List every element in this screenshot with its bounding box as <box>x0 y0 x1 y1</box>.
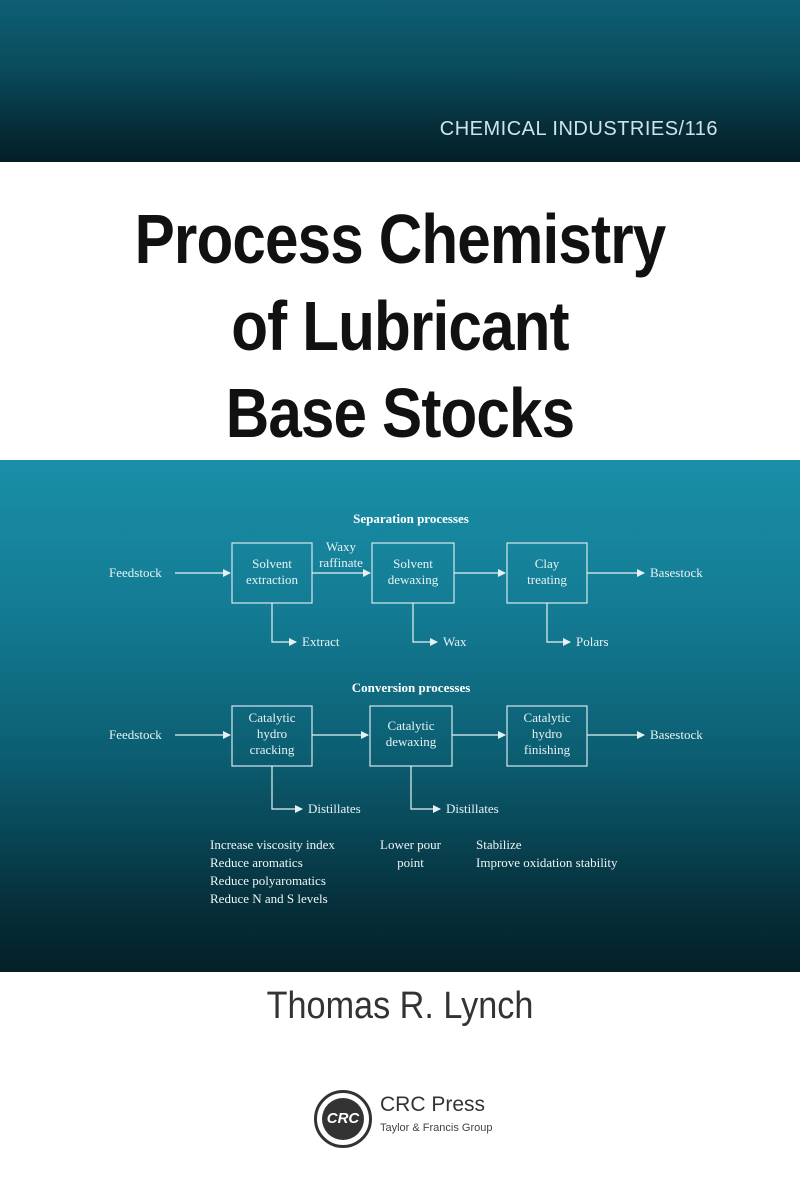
wax-arrow <box>412 603 438 646</box>
conversion-input-label: Feedstock <box>109 727 162 742</box>
publisher-name: CRC Press <box>380 1093 486 1116</box>
title-line-3: Base Stocks <box>225 374 575 452</box>
separation-box-1-line-2: extraction <box>246 572 298 587</box>
conversion-heading: Conversion processes <box>352 680 471 695</box>
conversion-box-2-line-1: Catalytic <box>388 718 435 733</box>
process-diagram-band: Separation processes Feedstock Solvent e… <box>0 460 800 972</box>
note-1-line-2: Reduce aromatics <box>210 855 303 870</box>
byproduct-wax: Wax <box>443 634 467 649</box>
top-banner: CHEMICAL INDUSTRIES/116 <box>0 0 800 162</box>
separation-box-2-line-2: dewaxing <box>388 572 439 587</box>
conversion-box-3-line-3: finishing <box>524 742 571 757</box>
separation-box-2-line-1: Solvent <box>393 556 433 571</box>
extract-arrow <box>271 603 297 646</box>
notes-column-3: Stabilize Improve oxidation stability <box>476 836 618 872</box>
conversion-box-3-line-2: hydro <box>532 726 562 741</box>
note-3-line-1: Stabilize <box>476 837 522 852</box>
conversion-box-1-line-1: Catalytic <box>249 710 296 725</box>
byproduct-distillates-2: Distillates <box>446 801 499 816</box>
polars-arrow <box>546 603 571 646</box>
notes-column-2: Lower pour point <box>380 836 441 872</box>
conversion-output-label: Basestock <box>650 727 703 742</box>
conversion-box-3-line-1: Catalytic <box>524 710 571 725</box>
conversion-box-1-line-3: cracking <box>250 742 295 757</box>
distillates-arrow-1 <box>271 766 303 813</box>
conversion-box-2-line-2: dewaxing <box>386 734 437 749</box>
separation-box-3-line-2: treating <box>527 572 567 587</box>
conversion-box-1-line-2: hydro <box>257 726 287 741</box>
crc-logo-text: CRC <box>322 1098 364 1140</box>
note-1-line-3: Reduce polyaromatics <box>210 873 326 888</box>
title-block <box>0 162 800 460</box>
byproduct-polars: Polars <box>576 634 609 649</box>
note-3-line-2: Improve oxidation stability <box>476 855 618 870</box>
separation-box-1-line-1: Solvent <box>252 556 292 571</box>
note-2-line-2: point <box>397 855 424 870</box>
separation-output-label: Basestock <box>650 565 703 580</box>
title-line-1: Process Chemistry <box>134 200 667 278</box>
author-name: Thomas R. Lynch <box>266 985 534 1027</box>
series-label: CHEMICAL INDUSTRIES/116 <box>439 118 718 140</box>
separation-box-3-line-1: Clay <box>535 556 560 571</box>
note-1-line-4: Reduce N and S levels <box>210 891 328 906</box>
crc-logo-icon: CRC <box>314 1090 372 1148</box>
byproduct-distillates-1: Distillates <box>308 801 361 816</box>
stream-label-line-2: raffinate <box>319 555 363 570</box>
note-2-line-1: Lower pour <box>380 837 442 852</box>
separation-heading: Separation processes <box>353 511 469 526</box>
publisher-imprint: CRC CRC Press Taylor & Francis Group <box>314 1090 534 1160</box>
conversion-box-3 <box>506 705 588 767</box>
book-title: Process Chemistry of Lubricant Base Stoc… <box>56 196 744 457</box>
title-line-2: of Lubricant <box>231 287 569 365</box>
notes-column-1: Increase viscosity index Reduce aromatic… <box>210 836 335 908</box>
publisher-subtitle: Taylor & Francis Group <box>380 1122 493 1134</box>
byproduct-extract: Extract <box>302 634 340 649</box>
process-flow-diagram: Separation processes Feedstock Solvent e… <box>109 511 703 816</box>
stream-label-line-1: Waxy <box>326 539 356 554</box>
note-1-line-1: Increase viscosity index <box>210 837 335 852</box>
separation-input-label: Feedstock <box>109 565 162 580</box>
distillates-arrow-2 <box>410 766 441 813</box>
